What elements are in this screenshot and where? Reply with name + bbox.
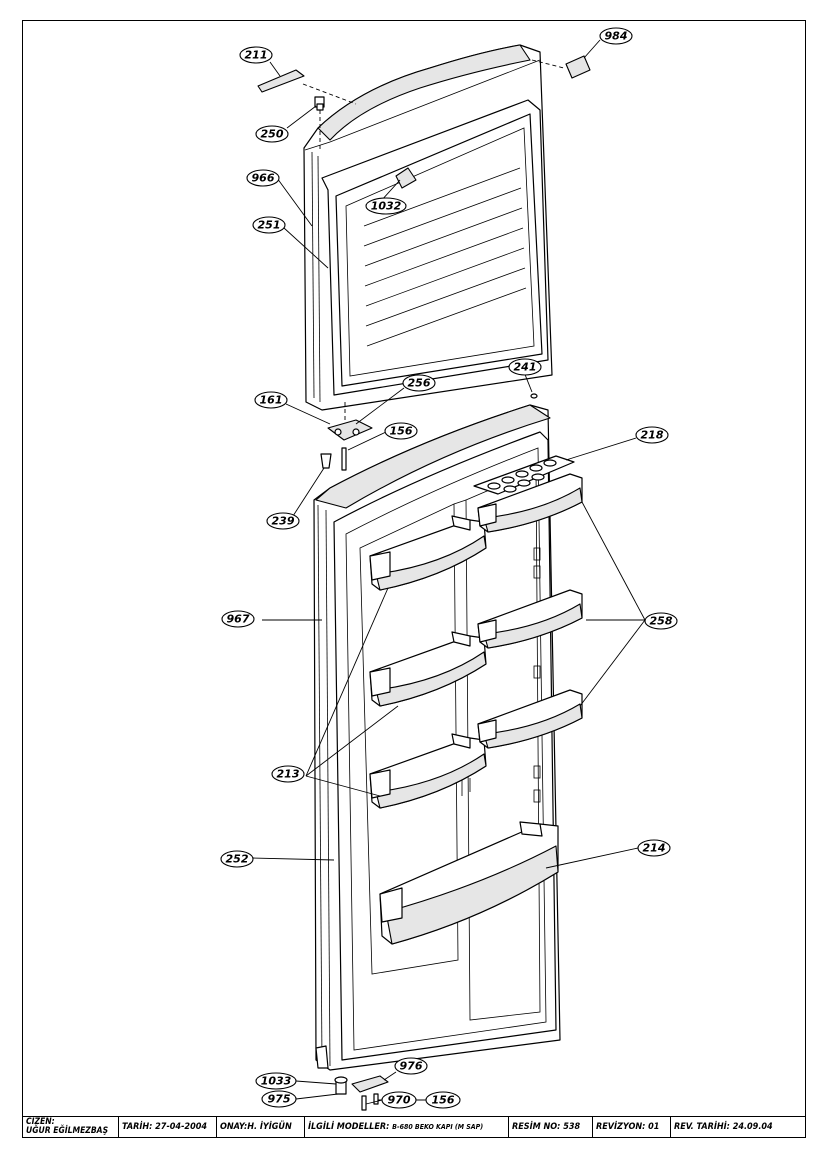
callout-258: 258 <box>644 612 678 630</box>
revision-date-cell: REV. TARİHİ: 24.09.04 <box>671 1117 805 1137</box>
callout-213: 213 <box>271 765 305 783</box>
svg-text:250: 250 <box>261 128 284 141</box>
callout-1032: 1032 <box>365 197 407 215</box>
svg-text:967: 967 <box>227 613 250 626</box>
drawn-by-cell: CIZEN: UĞUR EĞİLMEZBAŞ <box>23 1117 119 1137</box>
svg-text:1033: 1033 <box>261 1075 292 1088</box>
callout-967: 967 <box>221 610 255 628</box>
revision-text: REVİZYON: 01 <box>596 1122 660 1132</box>
callout-211: 211 <box>239 46 273 64</box>
shelf-213-top <box>369 515 487 591</box>
svg-text:252: 252 <box>226 853 249 866</box>
callout-251: 251 <box>252 216 286 234</box>
date-cell: TARİH: 27-04-2004 <box>119 1117 217 1137</box>
svg-text:218: 218 <box>641 429 664 442</box>
callout-250: 250 <box>255 125 289 143</box>
shelf-258-top <box>477 473 583 533</box>
svg-text:984: 984 <box>605 30 628 43</box>
part-250-clip <box>314 96 325 111</box>
svg-text:976: 976 <box>400 1060 423 1073</box>
svg-text:1032: 1032 <box>371 200 402 213</box>
shelf-213-bottom <box>369 733 487 809</box>
svg-text:970: 970 <box>388 1094 411 1107</box>
callout-984: 984 <box>599 27 633 45</box>
svg-text:239: 239 <box>272 515 295 528</box>
part-1032-latch <box>395 167 417 189</box>
bottom-hinge <box>334 1075 389 1111</box>
part-239-bushing <box>320 453 332 469</box>
callout-1033: 1033 <box>255 1072 297 1090</box>
svg-text:256: 256 <box>408 377 431 390</box>
svg-text:156: 156 <box>432 1094 455 1107</box>
callout-976: 976 <box>394 1057 428 1075</box>
callout-239: 239 <box>266 512 300 530</box>
part-241-plug <box>530 393 538 399</box>
middle-hinge <box>327 419 373 471</box>
svg-text:966: 966 <box>252 172 275 185</box>
svg-text:241: 241 <box>514 361 537 374</box>
related-models-value: B-680 BEKO KAPI (M SAP) <box>392 1123 484 1131</box>
callout-966: 966 <box>246 169 280 187</box>
svg-text:211: 211 <box>245 49 268 62</box>
freezer-door <box>303 44 553 411</box>
callout-975: 975 <box>261 1090 297 1108</box>
part-211-trim <box>257 69 305 93</box>
svg-text:214: 214 <box>643 842 666 855</box>
leader-lines <box>252 39 646 1105</box>
svg-text:156: 156 <box>390 425 413 438</box>
related-models-cell: İLGİLİ MODELLER: B-680 BEKO KAPI (M SAP) <box>305 1117 509 1137</box>
svg-text:258: 258 <box>650 615 673 628</box>
approval-cell: ONAY:H. İYİGÜN <box>217 1117 305 1137</box>
part-984-cap <box>565 55 591 79</box>
shelf-213-middle <box>369 631 487 707</box>
svg-text:975: 975 <box>268 1093 291 1106</box>
callout-214: 214 <box>637 839 671 857</box>
callout-256: 256 <box>402 374 436 392</box>
callout-161: 161 <box>254 391 288 409</box>
callout-156-bottom: 156 <box>425 1091 461 1109</box>
exploded-door-diagram: 211 984 250 966 1032 251 241 256 161 156… <box>220 27 678 1111</box>
callout-970: 970 <box>381 1091 417 1109</box>
callout-156-top: 156 <box>384 422 418 440</box>
date-text: TARİH: 27-04-2004 <box>122 1122 207 1132</box>
revision-date-text: REV. TARİHİ: 24.09.04 <box>674 1122 773 1132</box>
drawn-by-name: UĞUR EĞİLMEZBAŞ <box>26 1126 109 1136</box>
egg-tray-218 <box>473 455 575 495</box>
svg-text:161: 161 <box>260 394 283 407</box>
callout-252: 252 <box>220 850 254 868</box>
callout-218: 218 <box>635 426 669 444</box>
approval-text: ONAY:H. İYİGÜN <box>220 1122 292 1132</box>
bottle-shelf-214 <box>379 821 559 945</box>
revision-cell: REVİZYON: 01 <box>593 1117 671 1137</box>
title-block: CIZEN: UĞUR EĞİLMEZBAŞ TARİH: 27-04-2004… <box>22 1116 806 1138</box>
shelf-258-bottom <box>477 689 583 749</box>
svg-text:251: 251 <box>258 219 281 232</box>
drawing-number-cell: RESİM NO: 538 <box>509 1117 593 1137</box>
shelf-258-middle <box>477 589 583 649</box>
drawing-number-text: RESİM NO: 538 <box>512 1122 581 1132</box>
drawn-by-label: CIZEN: <box>26 1117 55 1127</box>
callout-241: 241 <box>508 358 542 376</box>
svg-text:213: 213 <box>277 768 300 781</box>
related-models-label: İLGİLİ MODELLER: <box>308 1122 390 1132</box>
